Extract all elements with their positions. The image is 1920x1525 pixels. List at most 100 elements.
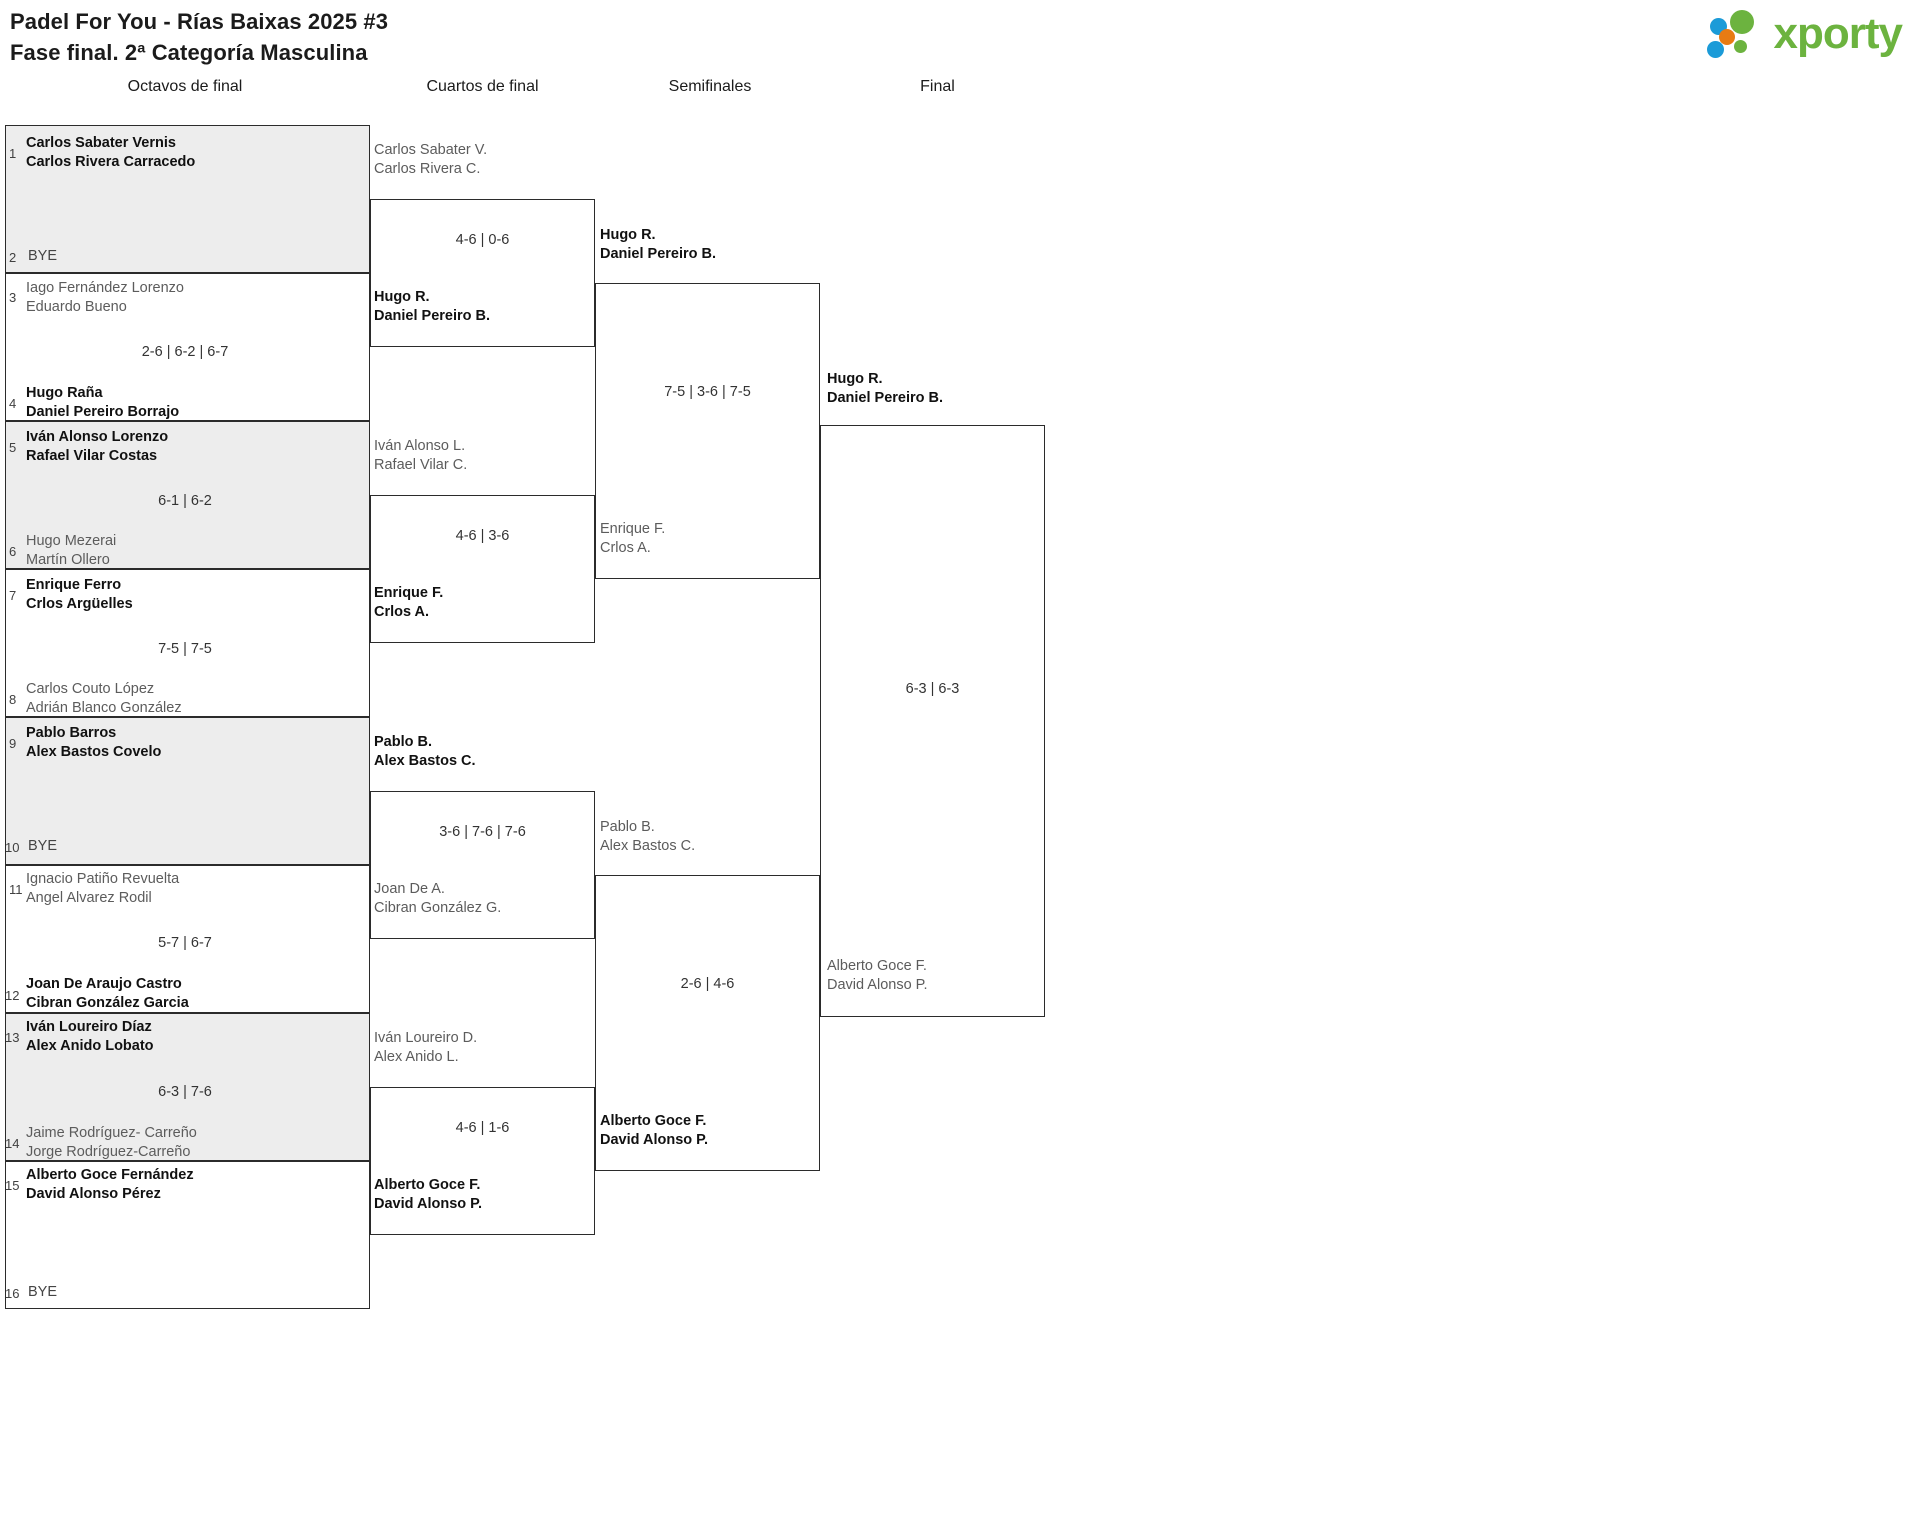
r16-team-4[interactable]: Hugo Raña Daniel Pereiro Borrajo xyxy=(26,384,179,422)
sf-2-winner[interactable]: Alberto Goce F. David Alonso P. xyxy=(600,1112,708,1150)
r16-match-6-box[interactable] xyxy=(5,865,370,1013)
sf-1-winner[interactable]: Hugo R. Daniel Pereiro B. xyxy=(600,226,716,264)
r16-team-6[interactable]: Hugo Mezerai Martín Ollero xyxy=(26,532,116,570)
player-name: Pablo B. xyxy=(374,734,433,750)
r16-team-11[interactable]: Ignacio Patiño Revuelta Angel Alvarez Ro… xyxy=(26,870,179,908)
qf-match-3-box[interactable] xyxy=(370,791,595,939)
final-champion[interactable]: Hugo R. Daniel Pereiro B. xyxy=(827,370,943,408)
qf-2-winner[interactable]: Enrique F. Crlos A. xyxy=(374,584,443,622)
player-name: Rafael Vilar C. xyxy=(374,457,468,473)
player-name: Alex Anido L. xyxy=(374,1049,459,1065)
r16-team-1[interactable]: Carlos Sabater Vernis Carlos Rivera Carr… xyxy=(26,134,195,172)
r16-team-16-bye: BYE xyxy=(28,1284,58,1300)
qf-2-score: 4-6 | 3-6 xyxy=(455,528,510,544)
player-name: David Alonso P. xyxy=(600,1132,708,1148)
r16-seed-16: 16 xyxy=(5,1286,20,1301)
player-name: Joan De A. xyxy=(374,881,445,897)
r16-seed-14: 14 xyxy=(5,1136,20,1151)
qf-3-loser[interactable]: Joan De A. Cibran González G. xyxy=(374,880,501,918)
player-name: Carlos Rivera C. xyxy=(374,161,481,177)
sf-1-loser[interactable]: Enrique F. Crlos A. xyxy=(600,520,665,558)
r16-team-3[interactable]: Iago Fernández Lorenzo Eduardo Bueno xyxy=(26,279,184,317)
logo-wordmark: xporty xyxy=(1773,9,1903,58)
r16-team-7[interactable]: Enrique Ferro Crlos Argüelles xyxy=(26,576,133,614)
qf-2-loser[interactable]: Iván Alonso L. Rafael Vilar C. xyxy=(374,437,467,475)
qf-1-loser[interactable]: Carlos Sabater V. Carlos Rivera C. xyxy=(374,141,487,179)
qf-4-winner[interactable]: Alberto Goce F. David Alonso P. xyxy=(374,1176,482,1214)
sf-2-loser[interactable]: Pablo B. Alex Bastos C. xyxy=(600,818,695,856)
player-name: Alberto Goce Fernández xyxy=(26,1167,194,1183)
player-name: Alex Bastos C. xyxy=(374,753,476,769)
player-name: Daniel Pereiro B. xyxy=(600,246,717,262)
r16-match-7-box[interactable] xyxy=(5,1013,370,1161)
r16-seed-4: 4 xyxy=(9,396,17,411)
player-name: Daniel Pereiro B. xyxy=(374,308,491,324)
title-line-1: Padel For You - Rías Baixas 2025 #3 xyxy=(10,9,389,34)
player-name: Crlos A. xyxy=(374,604,430,620)
r16-team-5[interactable]: Iván Alonso Lorenzo Rafael Vilar Costas xyxy=(26,428,168,466)
qf-1-winner[interactable]: Hugo R. Daniel Pereiro B. xyxy=(374,288,490,326)
r16-match-4-box[interactable] xyxy=(5,569,370,717)
title-line-2: Fase final. 2ª Categoría Masculina xyxy=(10,40,368,65)
player-name: Jorge Rodríguez-Carreño xyxy=(26,1144,191,1160)
qf-match-2-box[interactable] xyxy=(370,495,595,643)
r16-team-14[interactable]: Jaime Rodríguez- Carreño Jorge Rodríguez… xyxy=(26,1124,197,1162)
r16-team-2-bye: BYE xyxy=(28,248,58,264)
r16-team-12[interactable]: Joan De Araujo Castro Cibran González Ga… xyxy=(26,975,189,1013)
qf-3-score: 3-6 | 7-6 | 7-6 xyxy=(439,824,526,840)
r16-team-8[interactable]: Carlos Couto López Adrián Blanco Gonzále… xyxy=(26,680,182,718)
player-name: Carlos Sabater V. xyxy=(374,142,488,158)
player-name: Daniel Pereiro Borrajo xyxy=(26,404,180,420)
player-name: Cibran González G. xyxy=(374,900,502,916)
xporty-logo: xporty xyxy=(1702,8,1903,60)
qf-match-4-box[interactable] xyxy=(370,1087,595,1235)
player-name: Hugo R. xyxy=(374,289,430,305)
player-name: Alex Anido Lobato xyxy=(26,1038,154,1054)
final-match-box[interactable] xyxy=(820,425,1045,1017)
column-header-cuartos: Cuartos de final xyxy=(426,78,539,95)
player-name: Cibran González Garcia xyxy=(26,995,189,1011)
r16-seed-11: 11 xyxy=(9,882,23,897)
r16-team-9[interactable]: Pablo Barros Alex Bastos Covelo xyxy=(26,724,161,762)
r16-seed-10: 10 xyxy=(5,840,20,855)
player-name: Joan De Araujo Castro xyxy=(26,976,182,992)
qf-4-loser[interactable]: Iván Loureiro D. Alex Anido L. xyxy=(374,1029,477,1067)
sf-match-2-box[interactable] xyxy=(595,875,820,1171)
qf-4-score: 4-6 | 1-6 xyxy=(455,1120,510,1136)
sf-1-score: 7-5 | 3-6 | 7-5 xyxy=(664,384,751,400)
r16-match-3-score: 6-1 | 6-2 xyxy=(158,493,212,509)
column-header-semifinales: Semifinales xyxy=(668,78,752,95)
r16-team-13[interactable]: Iván Loureiro Díaz Alex Anido Lobato xyxy=(26,1018,154,1056)
player-name: Enrique Ferro xyxy=(26,577,122,593)
r16-match-4-score: 7-5 | 7-5 xyxy=(158,641,212,657)
r16-seed-5: 5 xyxy=(9,440,17,455)
qf-3-winner[interactable]: Pablo B. Alex Bastos C. xyxy=(374,733,476,771)
logo-dots-icon xyxy=(1702,8,1768,60)
player-name: Hugo Mezerai xyxy=(26,533,117,549)
player-name: Angel Alvarez Rodil xyxy=(26,890,152,906)
final-runner-up[interactable]: Alberto Goce F. David Alonso P. xyxy=(827,957,928,995)
r16-match-1-box[interactable] xyxy=(5,125,370,273)
player-name: Alex Bastos C. xyxy=(600,838,696,854)
r16-match-2-score: 2-6 | 6-2 | 6-7 xyxy=(141,344,229,360)
player-name: Hugo Raña xyxy=(26,385,103,401)
final-score: 6-3 | 6-3 xyxy=(905,681,960,697)
r16-match-3-box[interactable] xyxy=(5,421,370,569)
player-name: Alex Bastos Covelo xyxy=(26,744,162,760)
sf-2-score: 2-6 | 4-6 xyxy=(680,976,735,992)
r16-seed-7: 7 xyxy=(9,588,17,603)
r16-team-15[interactable]: Alberto Goce Fernández David Alonso Pére… xyxy=(26,1166,194,1204)
r16-match-8-box[interactable] xyxy=(5,1161,370,1309)
player-name: Hugo R. xyxy=(827,371,883,387)
r16-match-5-box[interactable] xyxy=(5,717,370,865)
player-name: Ignacio Patiño Revuelta xyxy=(26,871,180,887)
player-name: Iván Alonso Lorenzo xyxy=(26,429,169,445)
player-name: Pablo B. xyxy=(600,819,655,835)
r16-match-2-box[interactable] xyxy=(5,273,370,421)
player-name: Carlos Rivera Carracedo xyxy=(26,154,196,170)
sf-match-1-box[interactable] xyxy=(595,283,820,579)
qf-match-1-box[interactable] xyxy=(370,199,595,347)
player-name: Iván Loureiro D. xyxy=(374,1030,478,1046)
r16-team-10-bye: BYE xyxy=(28,838,58,854)
